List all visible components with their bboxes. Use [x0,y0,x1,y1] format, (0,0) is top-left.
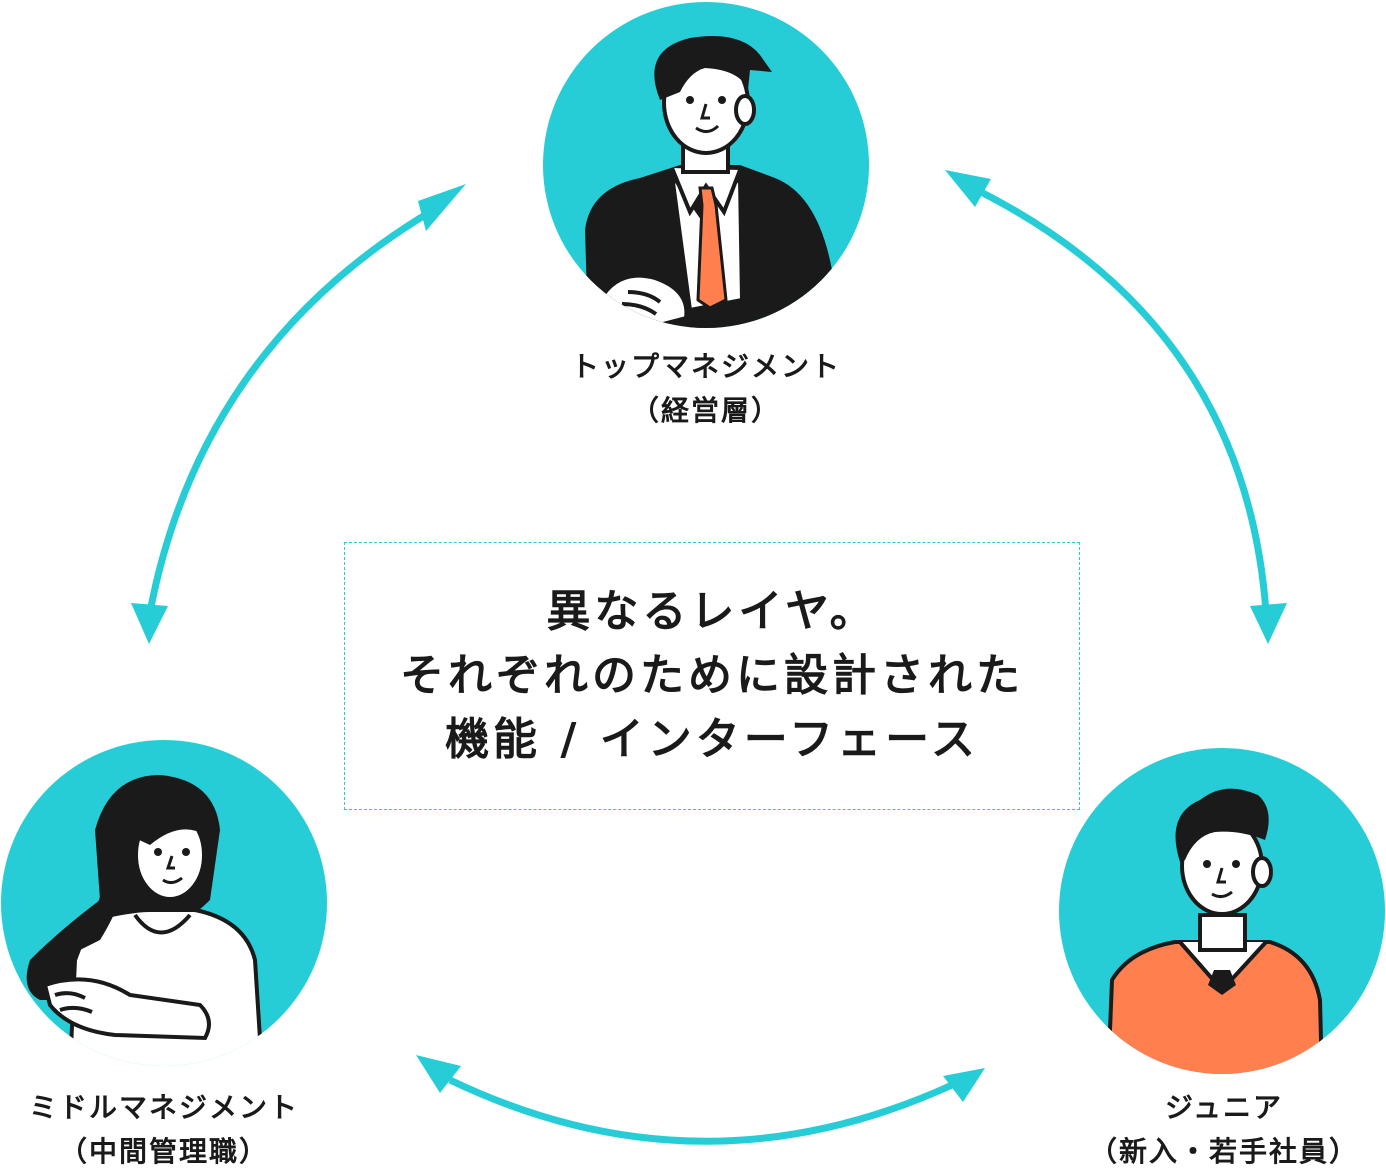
center-line-1: 異なるレイヤ。 [546,586,878,637]
middle-management-title: ミドルマネジメント [28,1091,299,1124]
junior-avatar [1059,748,1385,1074]
center-message-box: 異なるレイヤ。 それぞれのために設計された 機能 / インターフェース [344,542,1080,810]
top-management-avatar [543,2,869,328]
arrow-top-middle [131,184,466,644]
top-management-label: トップマネジメント （経営層） [556,345,856,433]
arrow-middle-junior [416,1055,985,1145]
junior-label: ジュニア （新入・若手社員） [1076,1086,1372,1174]
junior-title: ジュニア [1164,1091,1284,1124]
center-line-2: それぞれのために設計された [400,650,1024,701]
junior-subtitle: （新入・若手社員） [1088,1135,1359,1168]
top-management-title: トップマネジメント [570,350,841,383]
arrow-top-junior [945,170,1287,644]
middle-management-avatar [1,740,327,1066]
top-management-subtitle: （経営層） [630,394,781,427]
middle-management-subtitle: （中間管理職） [58,1135,269,1168]
middle-management-label: ミドルマネジメント （中間管理職） [8,1086,320,1174]
center-line-3: 機能 / インターフェース [445,714,979,765]
